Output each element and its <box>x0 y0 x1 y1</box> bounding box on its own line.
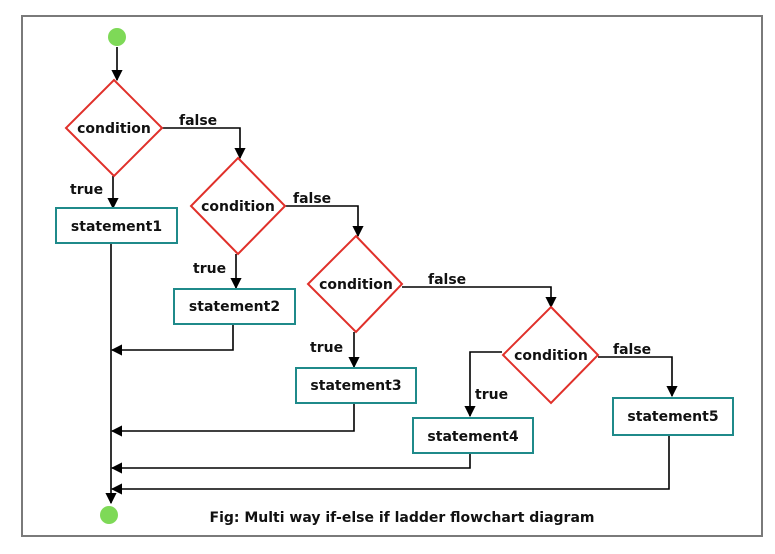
statement-1: statement1 <box>55 207 178 244</box>
condition-text: condition <box>77 121 151 137</box>
false-label: false <box>293 191 331 207</box>
false-label: false <box>179 113 217 129</box>
statement-text: statement3 <box>310 378 401 394</box>
condition-diamond <box>501 305 600 405</box>
statement-text: statement5 <box>627 409 718 425</box>
condition-4: condition <box>501 305 600 405</box>
statement-5: statement5 <box>612 397 734 436</box>
statement-text: statement1 <box>71 219 162 235</box>
condition-text: condition <box>201 199 275 215</box>
condition-3: condition <box>306 234 404 334</box>
true-label: true <box>475 387 508 403</box>
condition-diamond <box>306 234 404 334</box>
diagram-frame <box>21 15 763 537</box>
statement-box <box>612 397 734 436</box>
statement-4: statement4 <box>412 417 534 454</box>
condition-2: condition <box>189 156 287 256</box>
condition-diamond <box>64 78 164 178</box>
statement-box <box>412 417 534 454</box>
statement-box <box>55 207 178 244</box>
condition-1: condition <box>64 78 164 178</box>
condition-text: condition <box>514 348 588 364</box>
edges <box>105 47 678 505</box>
end-node <box>100 506 118 524</box>
condition-diamond <box>189 156 287 256</box>
figure-caption: Fig: Multi way if-else if ladder flowcha… <box>210 510 595 526</box>
false-label: false <box>428 272 466 288</box>
statement-box <box>295 367 417 404</box>
statement-box <box>173 288 296 325</box>
statement-3: statement3 <box>295 367 417 404</box>
true-label: true <box>70 182 103 198</box>
start-node <box>108 28 126 46</box>
true-label: true <box>193 261 226 277</box>
statement-2: statement2 <box>173 288 296 325</box>
condition-text: condition <box>319 277 393 293</box>
statement-text: statement4 <box>427 429 518 445</box>
false-label: false <box>613 342 651 358</box>
true-label: true <box>310 340 343 356</box>
branch-labels: true false true false true false true fa… <box>70 113 651 403</box>
statement-text: statement2 <box>189 299 280 315</box>
